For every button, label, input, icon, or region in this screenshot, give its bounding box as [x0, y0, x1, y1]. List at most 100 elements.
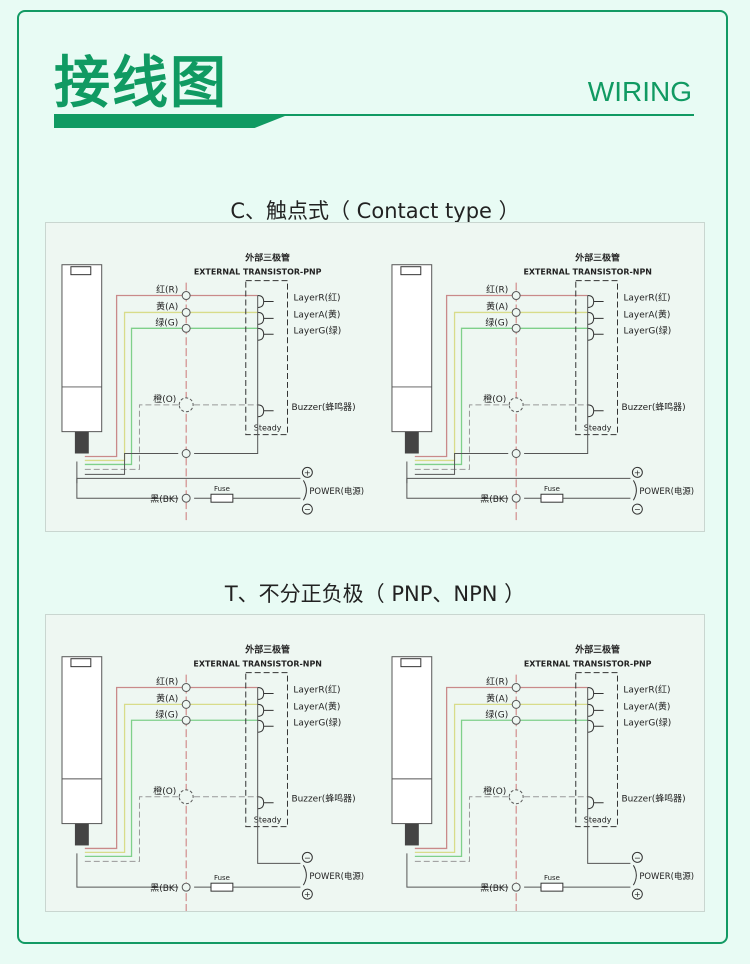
tower-connector-icon [74, 431, 89, 454]
signal-tower-icon [391, 656, 433, 825]
wiring-diagram-t-npn: 红(R)LayerR(红)黄(A)LayerA(黄)绿(G)LayerG(绿)橙… [61, 644, 364, 911]
polarity-icon [301, 466, 313, 478]
polarity-icon [301, 851, 313, 863]
transistor-icon [587, 295, 604, 308]
transistor-icon [257, 327, 274, 341]
wire-label: 绿(G) [155, 708, 178, 720]
box-title-cn: 外部三极管 [574, 644, 620, 656]
fuse-label: Fuse [544, 485, 560, 493]
buzzer-label: Buzzer(蜂鸣器) [291, 401, 355, 413]
power-bracket-icon [302, 865, 307, 886]
wiring-diagram-contact-npn: 红(R)LayerR(红)黄(A)LayerA(黄)绿(G)LayerG(绿)橙… [391, 252, 694, 522]
fuse-icon [210, 493, 234, 503]
terminal-icon [181, 323, 191, 333]
polarity-bottom: − [634, 505, 641, 514]
wire-label: 红(R) [486, 284, 508, 296]
polarity-icon [301, 503, 313, 515]
tower-connector-icon [404, 431, 419, 454]
transistor-icon [587, 703, 604, 717]
header-rule [54, 114, 694, 116]
wire-power [406, 477, 631, 484]
wire-label: 绿(G) [485, 708, 508, 720]
transistor-box [575, 280, 618, 436]
polarity-icon [631, 888, 643, 900]
polarity-bottom: − [304, 505, 311, 514]
tower-cap-icon [70, 266, 92, 276]
box-title-en: EXTERNAL TRANSISTOR-NPN [523, 268, 651, 277]
wire-green [414, 719, 588, 858]
wire-orange [84, 404, 179, 470]
steady-label: Steady [584, 816, 612, 825]
polarity-icon [631, 503, 643, 515]
polarity-top: − [634, 853, 641, 862]
power-label: POWER(电源) [309, 486, 364, 496]
terminal-icon [178, 397, 194, 413]
signal-tower-icon [61, 264, 103, 433]
fuse-icon [540, 882, 564, 892]
layer-label: LayerG(绿) [623, 716, 671, 728]
transistor-box [245, 280, 288, 436]
transistor-icon [257, 404, 274, 418]
power-bracket-icon [632, 480, 637, 501]
wire-label: 橙(O) [483, 785, 506, 797]
wire-yellow [84, 703, 258, 854]
layer-label: LayerA(黄) [293, 308, 340, 320]
transistor-icon [257, 295, 274, 308]
fuse-icon [210, 882, 234, 892]
terminal-icon [511, 882, 521, 892]
buzzer-label: Buzzer(蜂鸣器) [291, 793, 355, 805]
wire-green [414, 327, 588, 466]
wire-label: 绿(G) [485, 316, 508, 328]
terminal-icon [511, 307, 521, 317]
terminal-icon [511, 683, 521, 692]
wire-label: 黄(A) [156, 692, 178, 704]
terminal-icon [181, 449, 191, 458]
terminal-icon [181, 683, 191, 692]
transistor-box [245, 672, 288, 828]
transistor-icon [587, 311, 604, 325]
page-title: 接线图 [54, 51, 228, 116]
wire-label: 红(R) [156, 676, 178, 688]
wire-label: 黄(A) [486, 300, 508, 312]
polarity-top: + [634, 468, 641, 477]
terminal-icon [511, 493, 521, 503]
transistor-icon [257, 687, 274, 700]
page-frame [17, 10, 728, 944]
terminal-icon [511, 291, 521, 300]
common-line [587, 687, 631, 864]
wire-yellow [414, 311, 588, 462]
layer-label: LayerR(红) [293, 291, 340, 303]
common-line [257, 687, 301, 864]
transistor-icon [587, 687, 604, 700]
layer-label: LayerA(黄) [623, 700, 670, 712]
wire-orange [414, 404, 509, 470]
wire-yellow [414, 703, 588, 854]
transistor-icon [587, 719, 604, 733]
wiring-panel-contact: 红(R)LayerR(红)黄(A)LayerA(黄)绿(G)LayerG(绿)橙… [45, 222, 705, 532]
wire-label: 黄(A) [486, 692, 508, 704]
layer-label: LayerG(绿) [623, 324, 671, 336]
box-title-en: EXTERNAL TRANSISTOR-NPN [193, 660, 321, 669]
wire-orange [414, 796, 509, 862]
terminal-icon [508, 397, 524, 413]
wire-label: 黄(A) [156, 300, 178, 312]
terminal-icon [511, 715, 521, 725]
power-label: POWER(电源) [309, 871, 364, 881]
polarity-icon [631, 466, 643, 478]
wire-black [406, 853, 509, 888]
steady-label: Steady [254, 816, 282, 825]
steady-label: Steady [254, 424, 282, 433]
polarity-top: − [304, 853, 311, 862]
wire-label: 橙(O) [153, 785, 176, 797]
polarity-top: + [304, 468, 311, 477]
box-title-cn: 外部三极管 [244, 252, 290, 264]
header-accent-bar [54, 114, 290, 128]
layer-label: LayerR(红) [293, 683, 340, 695]
wire-label: 红(R) [486, 676, 508, 688]
layer-label: LayerA(黄) [293, 700, 340, 712]
transistor-icon [587, 404, 604, 418]
tower-connector-icon [404, 823, 419, 846]
power-label: POWER(电源) [639, 871, 694, 881]
terminal-icon [181, 307, 191, 317]
wire-common [414, 453, 509, 475]
